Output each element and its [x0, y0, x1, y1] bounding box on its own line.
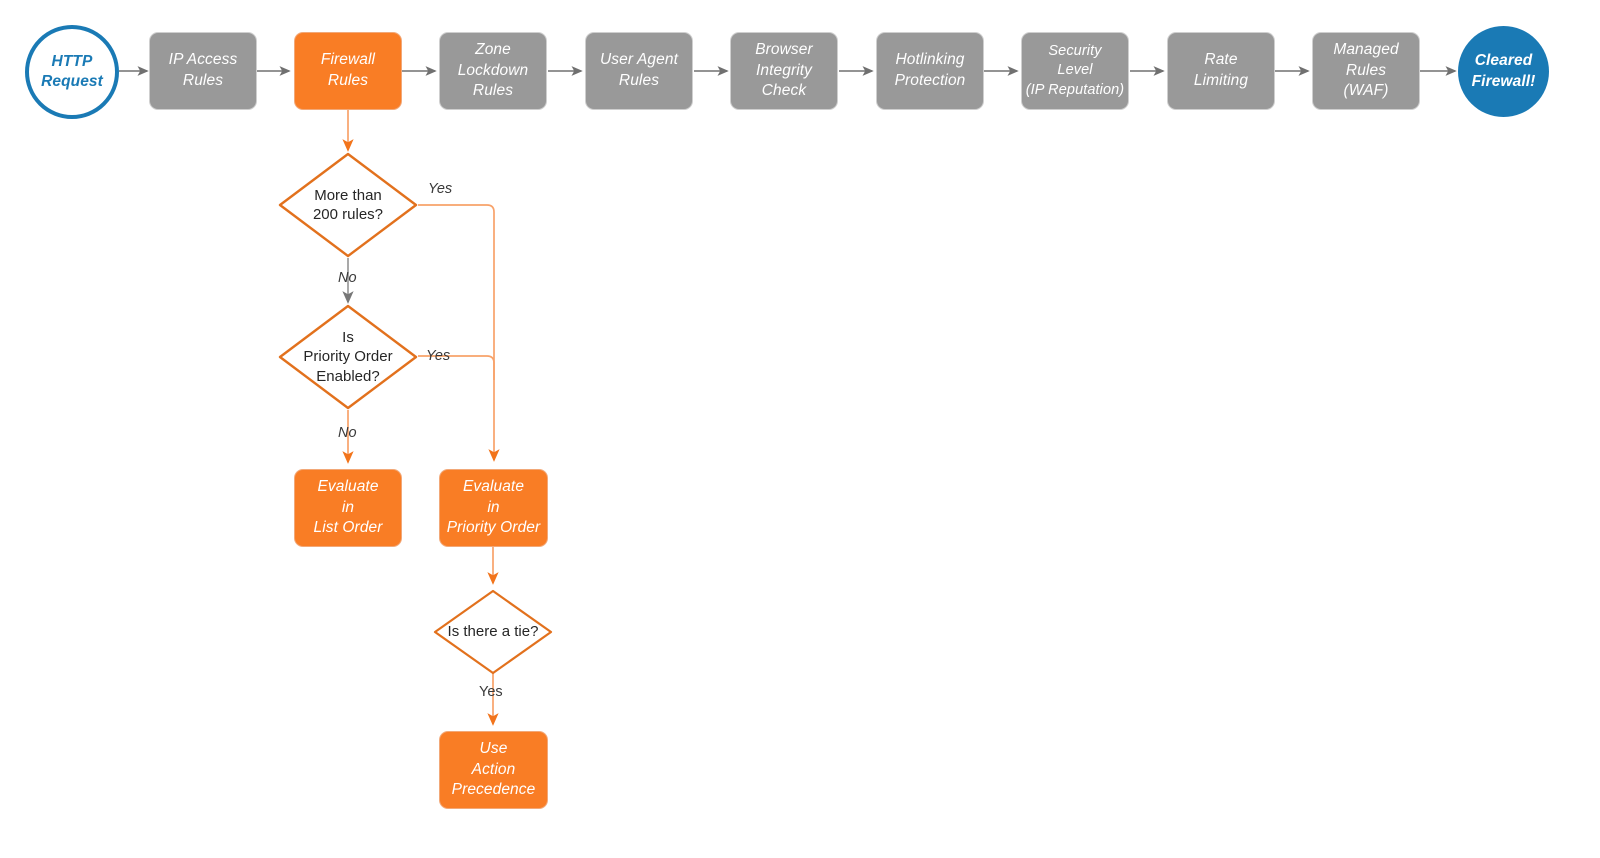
node-more-than-200-rules[interactable]: More than 200 rules?	[278, 152, 418, 258]
node-firewall-rules[interactable]: Firewall Rules	[295, 33, 401, 109]
node-managed-rules-waf[interactable]: Managed Rules (WAF)	[1313, 33, 1419, 109]
node-browser-integrity-check[interactable]: Browser Integrity Check	[731, 33, 837, 109]
node-evaluate-priority-order[interactable]: Evaluate in Priority Order	[440, 470, 547, 546]
node-label: Managed Rules (WAF)	[1333, 41, 1399, 100]
edge-label-tie-yes: Yes	[479, 684, 503, 700]
node-label: Hotlinking Protection	[894, 51, 966, 89]
node-priority-order-enabled[interactable]: Is Priority Order Enabled?	[278, 304, 418, 410]
diamond-shape	[278, 152, 418, 258]
node-label: IP Access Rules	[168, 51, 238, 89]
edge-label-decision2-no: No	[338, 425, 357, 441]
node-use-action-precedence[interactable]: Use Action Precedence	[440, 732, 547, 808]
node-label: Cleared Firewall!	[1471, 52, 1536, 90]
node-ip-access-rules[interactable]: IP Access Rules	[150, 33, 256, 109]
node-label: Rate Limiting	[1193, 51, 1249, 89]
edge-label-decision1-no: No	[338, 270, 357, 286]
edge-label-decision2-yes: Yes	[426, 348, 451, 364]
node-label: Firewall Rules	[320, 51, 376, 89]
node-is-there-a-tie[interactable]: Is there a tie?	[433, 589, 553, 675]
node-label: Is Priority Order Enabled?	[303, 329, 393, 385]
node-label: More than 200 rules?	[312, 186, 384, 223]
diamond-shape	[433, 589, 553, 675]
node-label: Use Action Precedence	[451, 740, 536, 799]
node-rate-limiting[interactable]: Rate Limiting	[1168, 33, 1274, 109]
node-http-request[interactable]: HTTP Request	[25, 25, 119, 119]
node-label: Security Level (IP Reputation)	[1025, 43, 1125, 98]
node-hotlinking-protection[interactable]: Hotlinking Protection	[877, 33, 983, 109]
node-security-level[interactable]: Security Level (IP Reputation)	[1022, 33, 1128, 109]
node-label: User Agent Rules	[600, 51, 678, 89]
node-user-agent-rules[interactable]: User Agent Rules	[586, 33, 692, 109]
node-zone-lockdown-rules[interactable]: Zone Lockdown Rules	[440, 33, 546, 109]
node-label: Zone Lockdown Rules	[457, 41, 529, 100]
edge-label-decision1-yes: Yes	[428, 181, 453, 197]
node-label: Evaluate in Priority Order	[446, 478, 541, 537]
node-evaluate-list-order[interactable]: Evaluate in List Order	[295, 470, 401, 546]
node-label: HTTP Request	[41, 52, 103, 90]
node-label: Browser Integrity Check	[755, 41, 813, 100]
edge-decision1-yes	[418, 204, 500, 462]
node-label: Is there a tie?	[447, 623, 539, 641]
node-label: Evaluate in List Order	[313, 478, 383, 537]
node-cleared-firewall[interactable]: Cleared Firewall!	[1458, 26, 1549, 117]
diamond-shape	[278, 304, 418, 410]
